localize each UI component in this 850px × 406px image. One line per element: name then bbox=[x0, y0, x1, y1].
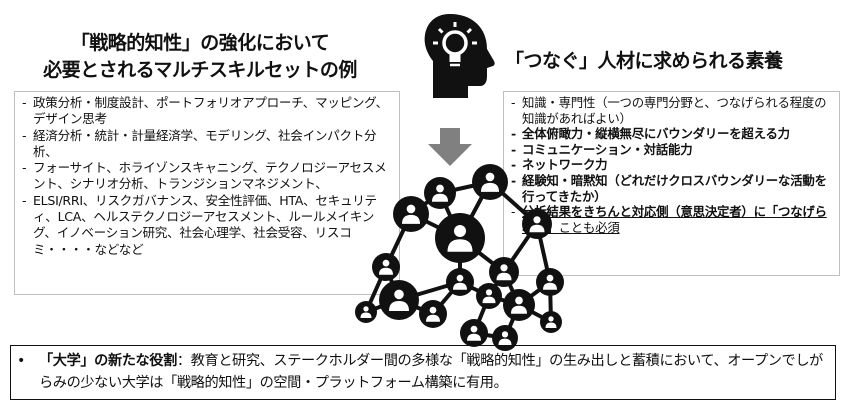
person-node bbox=[476, 283, 502, 309]
person-node bbox=[355, 301, 377, 323]
left-title-line2: 必要とされるマルチスキルセットの例 bbox=[43, 59, 357, 81]
university-role-box: • 「大学」の新たな役割：教育と研究、ステークホルダー間の多様な「戦略的知性」の… bbox=[10, 345, 836, 400]
bullet-point: • bbox=[17, 353, 25, 369]
university-role-heading: 「大学」の新たな役割 bbox=[39, 353, 177, 369]
person-node bbox=[435, 213, 485, 263]
person-node bbox=[424, 177, 456, 209]
quality-item: 経験知・暗黙知（どれだけクロスバウンダリーな活動を行ってきたか） bbox=[508, 173, 835, 204]
left-title-line1: 「戦略的知性」の強化において bbox=[70, 32, 330, 54]
skill-item: ELSI/RRI、リスクガバナンス、安全性評価、HTA、セキュリティ、LCA、ヘ… bbox=[19, 193, 393, 258]
quality-item: 知識・専門性（一つの専門分野と、つなげられる程度の知識があればよい） bbox=[508, 95, 835, 126]
person-node bbox=[492, 325, 518, 351]
person-node bbox=[489, 257, 519, 287]
person-node bbox=[372, 253, 400, 281]
person-node bbox=[536, 268, 564, 296]
university-role-text: ：教育と研究、ステークホルダー間の多様な「戦略的知性」の生み出しと蓄積において、… bbox=[39, 353, 823, 391]
person-node bbox=[460, 319, 488, 347]
quality-item: 全体俯瞰力・縦横無尽にバウンダリーを超える力 bbox=[508, 126, 835, 142]
person-node bbox=[379, 280, 419, 320]
skill-item: フォーサイト、ホライゾンスキャニング、テクノロジーアセスメント、シナリオ分析、ト… bbox=[19, 160, 393, 193]
person-node bbox=[446, 268, 474, 296]
person-node bbox=[419, 300, 447, 328]
person-node bbox=[503, 289, 535, 321]
person-node bbox=[472, 164, 508, 200]
right-title: 「つなぐ」人材に求められる素養 bbox=[505, 50, 783, 72]
person-node bbox=[540, 311, 562, 333]
left-title: 「戦略的知性」の強化において 必要とされるマルチスキルセットの例 bbox=[0, 30, 400, 84]
skill-item: 経済分析・統計・計量経済学、モデリング、社会インパクト分析、 bbox=[19, 128, 393, 161]
person-node bbox=[393, 196, 429, 232]
skill-item: 政策分析・制度設計、ポートフォリオアプローチ、マッピング、デザイン思考 bbox=[19, 95, 393, 128]
connector-qualities-box: 知識・専門性（一つの専門分野と、つなげられる程度の知識があればよい） 全体俯瞰力… bbox=[503, 91, 840, 276]
head-lightbulb-icon bbox=[424, 13, 495, 99]
down-arrow-icon bbox=[428, 128, 472, 166]
quality-item-tail: ことも必須 bbox=[558, 219, 620, 235]
quality-item: コミュニケーション・対話能力 bbox=[508, 142, 835, 158]
quality-item: ネットワーク力 bbox=[508, 157, 835, 173]
multi-skill-box: 政策分析・制度設計、ポートフォリオアプローチ、マッピング、デザイン思考 経済分析… bbox=[14, 91, 400, 295]
person-node bbox=[522, 209, 552, 239]
